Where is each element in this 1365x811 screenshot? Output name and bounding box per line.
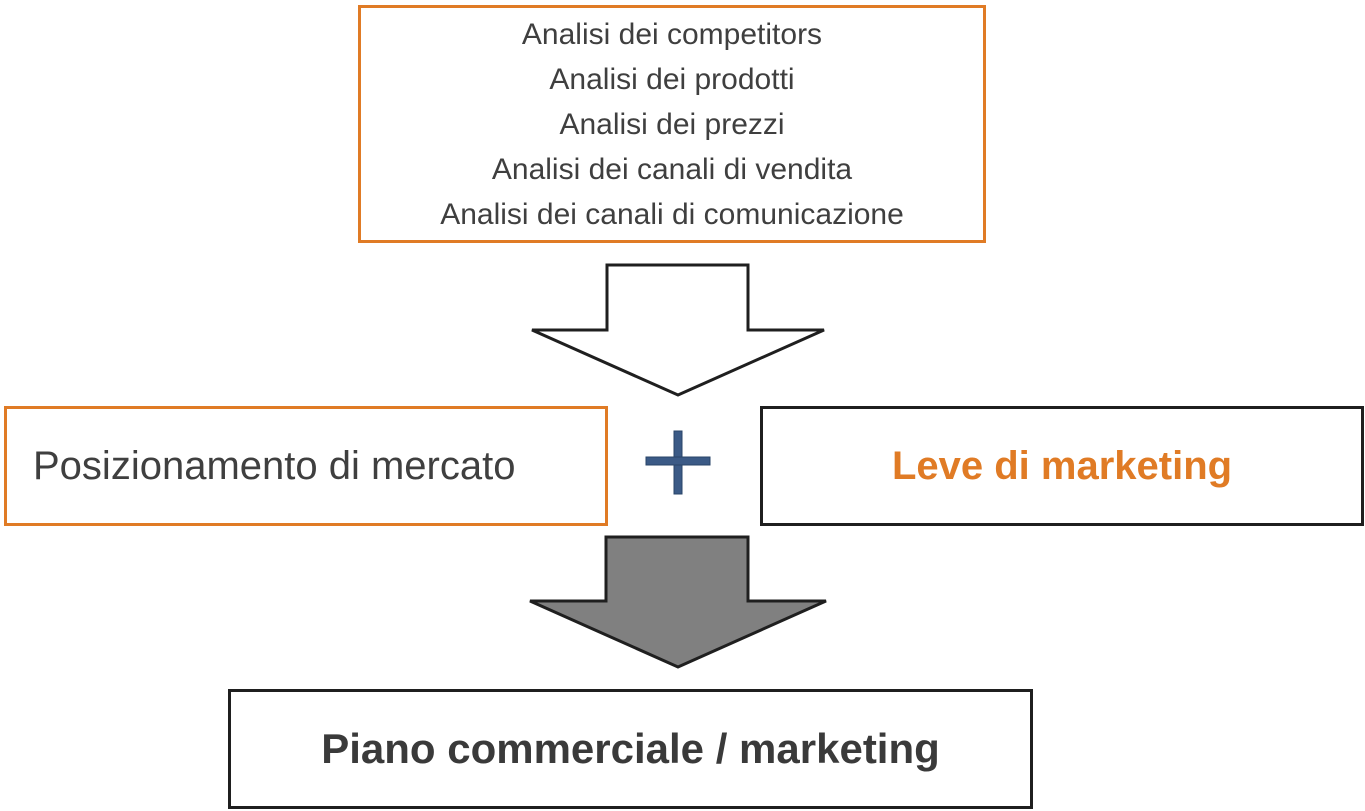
marketing-levers-box: Leve di marketing [760, 406, 1364, 526]
commercial-marketing-plan-label: Piano commerciale / marketing [321, 725, 940, 772]
commercial-marketing-plan-box: Piano commerciale / marketing [228, 689, 1033, 809]
marketing-levers-label: Leve di marketing [891, 443, 1233, 488]
down-arrow-filled-icon [529, 535, 827, 669]
analysis-item-prices: Analisi dei prezzi [559, 107, 785, 141]
analysis-box: Analisi dei competitors Analisi dei prod… [358, 5, 986, 243]
market-positioning-label: Posizionamento di mercato [33, 443, 516, 488]
analysis-item-sales-channels: Analisi dei canali di vendita [491, 152, 853, 186]
analysis-item-products: Analisi dei prodotti [549, 62, 795, 96]
analysis-item-competitors: Analisi dei competitors [521, 17, 823, 51]
down-arrow-outline-icon [531, 263, 825, 397]
analysis-item-communication-channels: Analisi dei canali di comunicazione [440, 197, 904, 231]
plus-icon [645, 430, 711, 495]
market-positioning-box: Posizionamento di mercato [4, 406, 608, 526]
